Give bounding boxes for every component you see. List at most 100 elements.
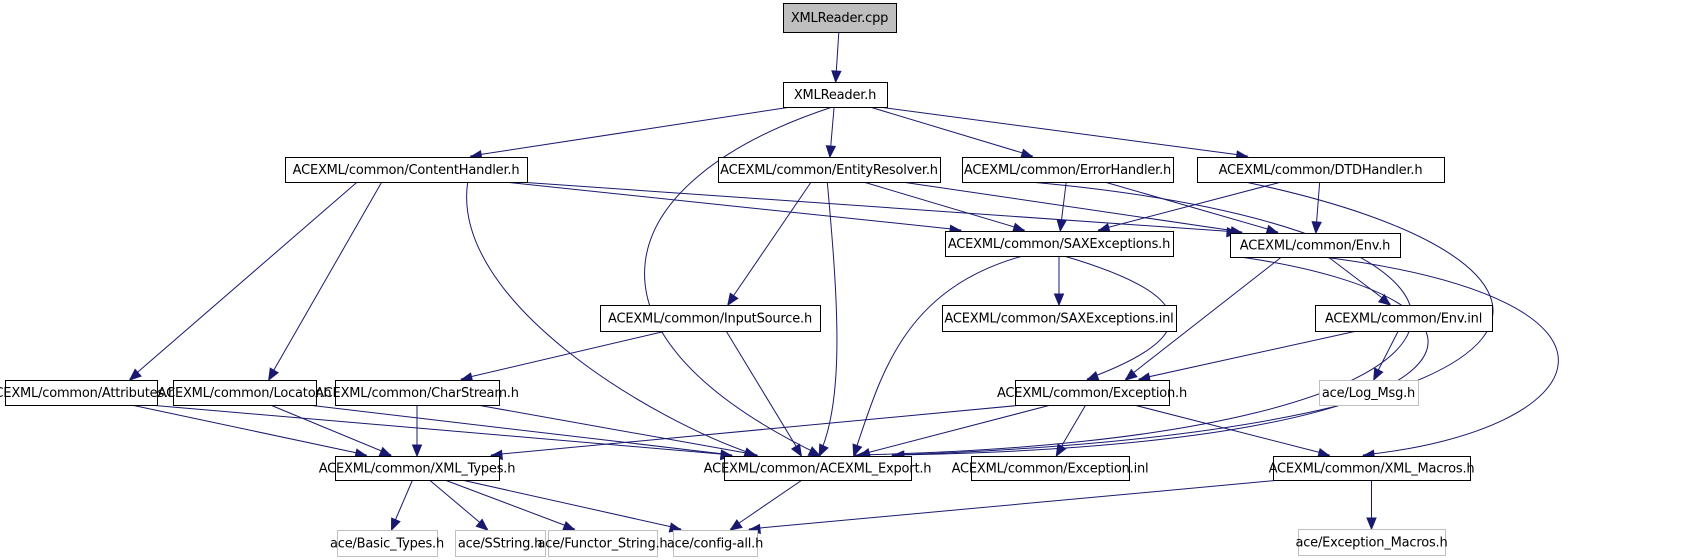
node-sstring[interactable]: ace/SString.h <box>455 530 546 557</box>
node-box[interactable] <box>173 380 317 406</box>
edge-line <box>429 479 488 530</box>
node-box[interactable] <box>1319 380 1419 406</box>
node-box[interactable] <box>1230 233 1401 258</box>
edge-xmlreader_h-to-entityresolver <box>825 106 837 159</box>
node-box[interactable] <box>5 380 158 406</box>
node-functor-string[interactable]: ace/Functor_String.h <box>538 530 668 557</box>
node-saxexceptions[interactable]: ACEXML/common/SAXExceptions.h <box>945 231 1174 257</box>
arrowhead <box>378 446 393 457</box>
node-box[interactable] <box>455 530 546 557</box>
edge-line <box>748 479 1282 530</box>
node-errorhandler[interactable]: ACEXML/common/ErrorHandler.h <box>962 157 1174 183</box>
edge-attributes-to-xml_types <box>131 404 368 459</box>
node-box[interactable] <box>945 231 1174 257</box>
edge-line <box>268 181 383 380</box>
edge-line <box>270 404 392 456</box>
node-box[interactable] <box>285 157 528 183</box>
edge-line <box>466 181 756 456</box>
nodes-layer: XMLReader.cppXMLReader.hACEXML/common/Co… <box>0 3 1493 557</box>
edge-charstream-to-xml_types <box>411 405 423 458</box>
node-acexml-export[interactable]: ACEXML/common/ACEXML_Export.h <box>704 456 932 481</box>
node-entityresolver[interactable]: ACEXML/common/EntityResolver.h <box>718 157 941 183</box>
node-attributes[interactable]: ACEXML/common/Attributes.h <box>0 380 176 406</box>
edge-inputsource-to-acexml_export <box>725 330 803 458</box>
arrowhead <box>411 444 423 458</box>
node-xml-types[interactable]: ACEXML/common/XML_Types.h <box>319 456 516 481</box>
edge-line <box>129 181 358 380</box>
edge-line <box>869 106 1033 157</box>
node-label: ace/Basic_Types.h <box>330 537 444 552</box>
node-box[interactable] <box>600 305 821 332</box>
node-log-msg[interactable]: ace/Log_Msg.h <box>1319 380 1419 406</box>
node-xml-macros[interactable]: ACEXML/common/XML_Macros.h <box>1269 456 1475 481</box>
node-box[interactable] <box>724 456 912 481</box>
node-cpp[interactable]: XMLReader.cpp <box>783 3 897 33</box>
node-xmlreader-h[interactable]: XMLReader.h <box>783 82 888 108</box>
node-label: XMLReader.cpp <box>791 11 888 26</box>
node-box[interactable] <box>783 82 888 108</box>
edge-line <box>518 181 1239 233</box>
edge-charstream-to-acexml_export <box>476 404 759 460</box>
node-box[interactable] <box>1015 380 1170 406</box>
edge-line <box>1327 256 1391 305</box>
node-box[interactable] <box>1273 456 1471 481</box>
node-env-inl[interactable]: ACEXML/common/Env.inl <box>1315 305 1493 332</box>
edge-line <box>644 106 833 456</box>
node-env[interactable]: ACEXML/common/Env.h <box>1230 233 1401 258</box>
node-box[interactable] <box>783 3 897 33</box>
edge-saxexceptions-to-saxexceptions_inl <box>1053 256 1065 307</box>
node-contenthandler[interactable]: ACEXML/common/ContentHandler.h <box>285 157 528 183</box>
edge-line <box>1104 181 1279 233</box>
edge-xmlreader_h-to-errorhandler <box>869 106 1034 159</box>
arrowhead <box>1055 443 1067 458</box>
edge-line <box>727 181 812 305</box>
edge-exception-to-xml_types <box>489 404 1024 461</box>
node-box[interactable] <box>1298 529 1446 556</box>
edge-xmlreader_h-to-dtdhandler <box>878 106 1249 161</box>
node-box[interactable] <box>942 305 1177 332</box>
edge-line <box>725 330 802 456</box>
edge-xmlreader_h-to-acexml_export <box>644 106 833 457</box>
arrowhead <box>1056 218 1067 233</box>
edge-line <box>863 181 1025 231</box>
node-inputsource[interactable]: ACEXML/common/InputSource.h <box>600 305 821 332</box>
node-box[interactable] <box>1315 305 1493 332</box>
arrowhead <box>1377 293 1392 306</box>
node-box[interactable] <box>962 157 1174 183</box>
node-locator[interactable]: ACEXML/common/Locator.h <box>158 380 332 406</box>
edge-env-to-xml_macros <box>1323 256 1559 460</box>
node-exception[interactable]: ACEXML/common/Exception.h <box>997 380 1187 406</box>
node-box[interactable] <box>548 530 658 557</box>
node-label: ACEXML/common/CharStream.h <box>315 386 519 401</box>
node-saxexceptions-inl[interactable]: ACEXML/common/SAXExceptions.inl <box>942 305 1177 332</box>
node-exception-macros[interactable]: ace/Exception_Macros.h <box>1295 529 1448 556</box>
arrowhead <box>727 292 739 307</box>
node-basic-types[interactable]: ace/Basic_Types.h <box>330 530 444 557</box>
arrowhead <box>475 518 489 531</box>
node-box[interactable] <box>971 456 1130 481</box>
edge-line <box>131 404 367 456</box>
node-box[interactable] <box>335 380 500 406</box>
node-charstream[interactable]: ACEXML/common/CharStream.h <box>315 380 519 406</box>
edge-xmlreader_h-to-contenthandler <box>469 106 792 161</box>
node-box[interactable] <box>1197 157 1445 183</box>
arrowhead <box>807 446 822 457</box>
edge-env_inl-to-exception <box>1137 330 1357 383</box>
node-box[interactable] <box>673 530 758 557</box>
edge-exception-to-exception_inl <box>1055 404 1087 458</box>
node-box[interactable] <box>718 157 941 183</box>
node-label: ACEXML/common/Exception.inl <box>952 462 1149 477</box>
node-box[interactable] <box>335 456 500 481</box>
edge-attributes-to-acexml_export <box>148 404 734 461</box>
node-dtdhandler[interactable]: ACEXML/common/DTDHandler.h <box>1197 157 1445 183</box>
node-label: ACEXML/common/SAXExceptions.inl <box>944 312 1173 327</box>
node-label: ace/config-all.h <box>667 537 763 552</box>
node-config-all[interactable]: ace/config-all.h <box>667 530 763 557</box>
arrowhead <box>1124 368 1138 381</box>
node-label: ace/Log_Msg.h <box>1322 386 1415 401</box>
node-exception-inl[interactable]: ACEXML/common/Exception.inl <box>952 456 1149 481</box>
edge-xml_types-to-sstring <box>429 479 489 531</box>
edge-xml_types-to-basic_types <box>390 479 413 532</box>
node-box[interactable] <box>337 530 438 557</box>
edge-saxexceptions-to-acexml_export <box>852 255 1023 458</box>
